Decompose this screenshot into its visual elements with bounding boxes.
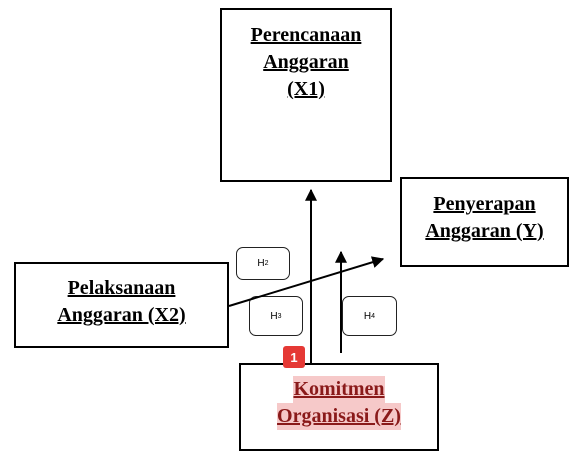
node-z-komitmen-organisasi: Komitmen Organisasi (Z): [239, 363, 439, 451]
node-x2-pelaksanaan-anggaran: Pelaksanaan Anggaran (X2): [14, 262, 229, 348]
node-z-line-1: Komitmen: [293, 376, 385, 403]
node-x2-line-2: Anggaran (X2): [57, 304, 186, 326]
h4-letter: H: [363, 310, 372, 322]
h4-number: 4: [371, 312, 376, 320]
node-x1-line-3: (X1): [287, 78, 325, 100]
node-y-penyerapan-anggaran: Penyerapan Anggaran (Y): [400, 177, 569, 267]
h2-number: 2: [264, 260, 269, 267]
annotation-marker-badge[interactable]: 1: [283, 346, 305, 368]
node-x2-line-1: Pelaksanaan: [67, 277, 176, 299]
node-y-line-1: Penyerapan: [433, 193, 536, 215]
h3-letter: H: [270, 310, 278, 322]
node-x1-line-2: Anggaran: [263, 51, 349, 73]
node-x1-perencanaan-anggaran: Perencanaan Anggaran (X1): [220, 8, 392, 182]
h2-letter: H: [257, 258, 265, 269]
node-x1-line-1: Perencanaan: [250, 24, 362, 46]
node-z-line-2: Organisasi (Z): [277, 403, 401, 430]
h3-number: 3: [277, 312, 282, 320]
node-y-line-2: Anggaran (Y): [425, 220, 544, 242]
